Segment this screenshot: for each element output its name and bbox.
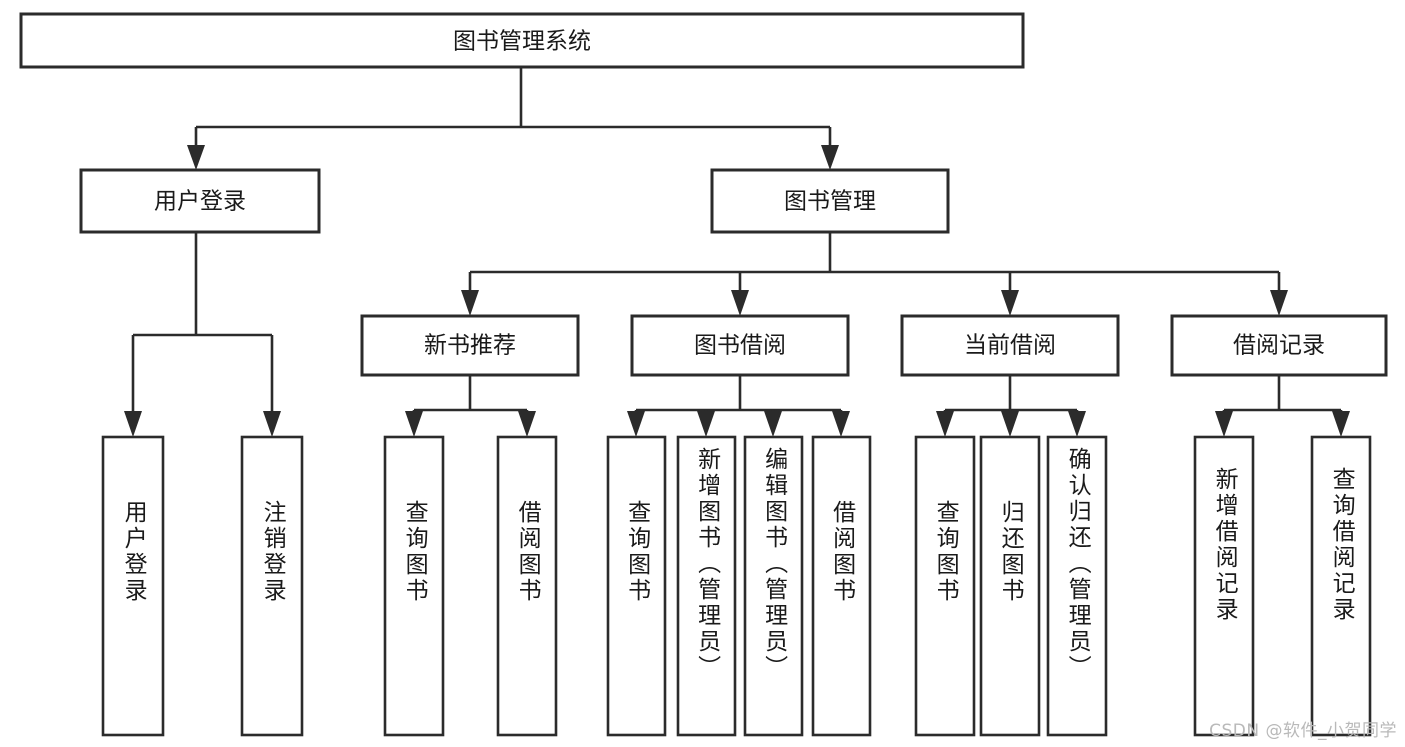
leaf-current-borrow-0[interactable] — [914, 435, 976, 737]
leaf-borrow-record-1[interactable] — [1310, 435, 1372, 737]
arrowhead-leaf-cb-1 — [936, 411, 954, 437]
arrowhead-leaf-bb-1 — [627, 411, 645, 437]
arrowhead-leaf-bb-3 — [764, 411, 782, 437]
leaf-book-borrow-3[interactable] — [811, 435, 872, 737]
arrowhead-leaf-cb-2 — [1001, 411, 1019, 437]
node-book-manage[interactable] — [710, 168, 950, 234]
node-borrow-record-label: 借阅记录 — [1233, 333, 1325, 359]
arrowhead-leaf-br-1 — [1215, 411, 1233, 437]
arrowhead-book-borrow — [731, 290, 749, 316]
arrowhead-book-manage — [821, 145, 839, 170]
arrowhead-borrow-record — [1270, 290, 1288, 316]
leaf-current-borrow-1[interactable] — [979, 435, 1041, 737]
node-borrow-record[interactable] — [1170, 314, 1388, 377]
arrowhead-user-login — [187, 145, 205, 170]
arrowhead-leaf-ul-1 — [124, 411, 142, 437]
connector-group-root — [187, 68, 839, 170]
node-root-label: 图书管理系统 — [453, 29, 591, 55]
leaf-current-borrow-2[interactable] — [1046, 435, 1108, 737]
leaf-book-borrow-1[interactable] — [676, 435, 737, 737]
leaf-borrow-record-0[interactable] — [1193, 435, 1255, 737]
arrowhead-leaf-nbr-2 — [518, 411, 536, 437]
watermark-label: CSDN @软件_小贺同学 — [1209, 721, 1397, 741]
arrowhead-leaf-bb-4 — [832, 411, 850, 437]
arrowhead-leaf-br-2 — [1332, 411, 1350, 437]
connector-group-borrow-record — [1215, 375, 1350, 437]
leaf-book-borrow-2[interactable] — [743, 435, 804, 737]
node-book-borrow[interactable] — [630, 314, 850, 377]
connector-group-new-book-recommend — [405, 375, 536, 437]
connector-group-book-borrow — [627, 375, 850, 437]
node-user-login[interactable] — [79, 168, 321, 234]
node-book-manage-label: 图书管理 — [784, 189, 876, 215]
leaf-user-login-1[interactable] — [240, 435, 304, 737]
arrowhead-current-borrow — [1001, 290, 1019, 316]
node-new-book-recommend[interactable] — [360, 314, 580, 377]
node-user-login-label: 用户登录 — [154, 189, 246, 215]
arrowhead-leaf-bb-2 — [697, 411, 715, 437]
connector-group-book-manage — [461, 232, 1288, 316]
connector-group-current-borrow — [936, 375, 1086, 437]
arrowhead-leaf-nbr-1 — [405, 411, 423, 437]
leaf-new-book-recommend-1[interactable] — [496, 435, 558, 737]
leaf-user-login-0[interactable] — [101, 435, 165, 737]
node-new-book-recommend-label: 新书推荐 — [424, 333, 516, 359]
leaf-book-borrow-0[interactable] — [606, 435, 667, 737]
node-current-borrow[interactable] — [900, 314, 1120, 377]
node-root[interactable] — [19, 12, 1025, 69]
connector-group-user-login — [124, 232, 281, 437]
arrowhead-new-book-recommend — [461, 290, 479, 316]
arrowhead-leaf-ul-2 — [263, 411, 281, 437]
leaf-new-book-recommend-0[interactable] — [383, 435, 445, 737]
node-book-borrow-label: 图书借阅 — [694, 333, 786, 359]
arrowhead-leaf-cb-3 — [1068, 411, 1086, 437]
node-current-borrow-label: 当前借阅 — [964, 333, 1056, 359]
